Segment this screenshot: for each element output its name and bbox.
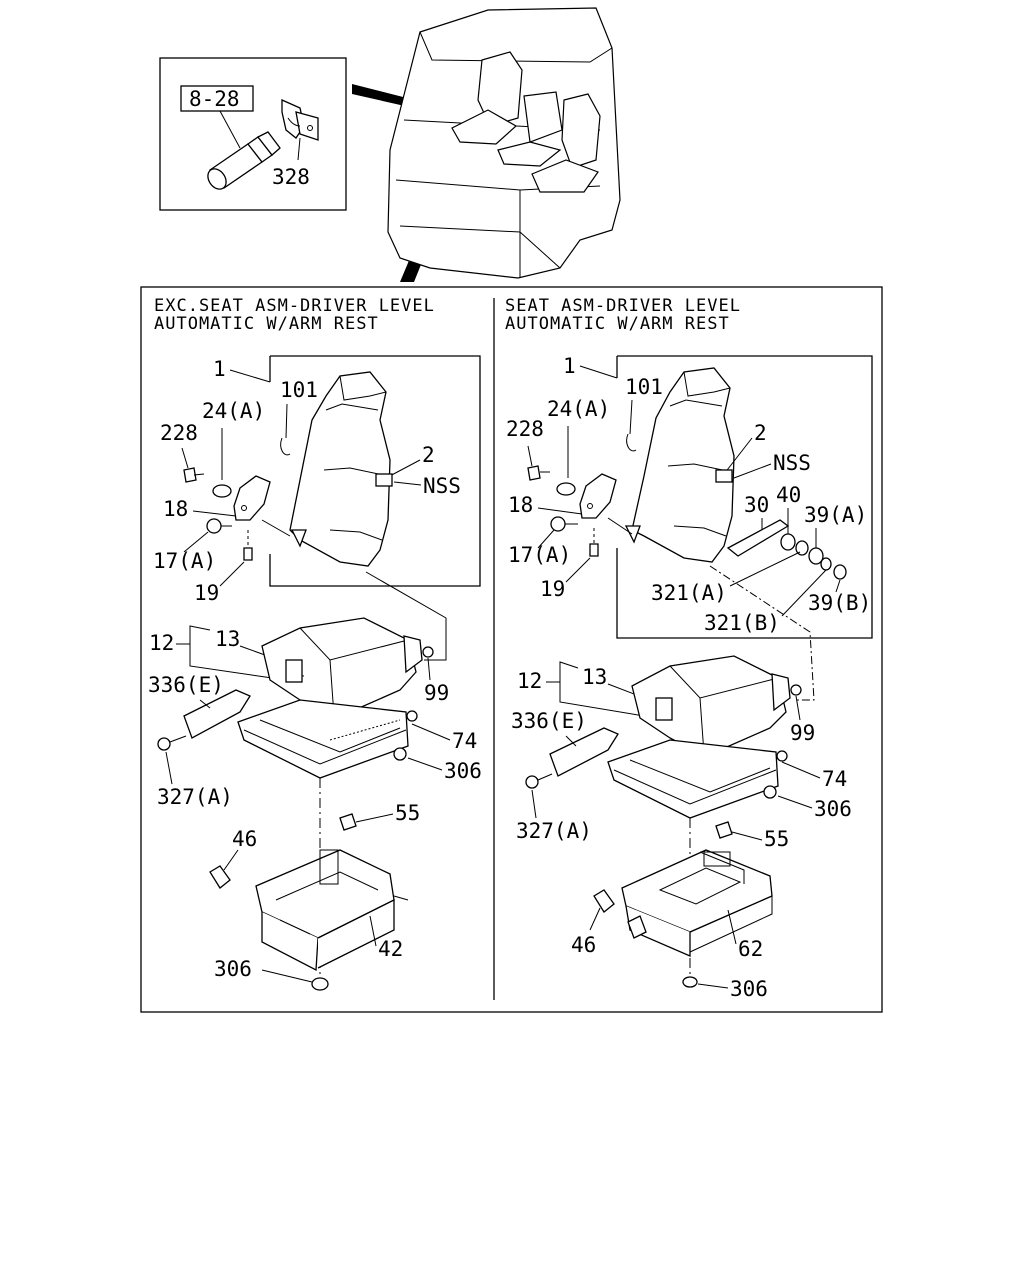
panel-left-title-2: AUTOMATIC W/ARM REST: [154, 314, 379, 334]
label-r-74: 74: [822, 767, 847, 791]
label-101: 101: [280, 378, 318, 402]
label-r-18: 18: [508, 493, 533, 517]
label-r-228: 228: [506, 417, 544, 441]
label-55: 55: [395, 801, 420, 825]
panel-left: EXC.SEAT ASM-DRIVER LEVEL AUTOMATIC W/AR…: [148, 296, 482, 991]
label-46: 46: [232, 827, 257, 851]
seat-slide-rail-right: [607, 739, 788, 819]
label-r-327a: 327(A): [516, 819, 592, 843]
label-18: 18: [163, 497, 188, 521]
cab-driver-seat-back: [477, 51, 523, 127]
main-frame: [140, 286, 883, 1013]
label-r-321b: 321(B): [704, 611, 780, 635]
label-r-101: 101: [625, 375, 663, 399]
label-12: 12: [149, 631, 174, 655]
panel-left-title-1: EXC.SEAT ASM-DRIVER LEVEL: [154, 296, 435, 316]
label-1: 1: [213, 357, 226, 381]
label-r-99: 99: [790, 721, 815, 745]
seat-slide-rail: [237, 699, 418, 779]
label-228: 228: [160, 421, 198, 445]
hinge-bracket: [233, 475, 271, 521]
armrest: [726, 519, 790, 557]
label-24a: 24(A): [202, 399, 265, 423]
side-cover: [183, 689, 251, 739]
label-13: 13: [215, 627, 240, 651]
seat-back-right: [624, 367, 735, 563]
shift-lever-knob: [207, 131, 281, 190]
label-r-321a: 321(A): [651, 581, 727, 605]
label-r-39a: 39(A): [804, 503, 867, 527]
label-r-62: 62: [738, 937, 763, 961]
label-r-306-upper: 306: [814, 797, 852, 821]
bracket-328: [281, 98, 319, 141]
seat-cushion-right: [631, 655, 787, 755]
label-74: 74: [452, 729, 477, 753]
panel-right-title-2: AUTOMATIC W/ARM REST: [505, 314, 730, 334]
label-r-nss: NSS: [773, 451, 811, 475]
label-327a: 327(A): [157, 785, 233, 809]
label-99: 99: [424, 681, 449, 705]
label-328: 328: [272, 165, 310, 189]
label-2: 2: [422, 443, 435, 467]
label-r-1: 1: [563, 354, 576, 378]
label-336e: 336(E): [148, 673, 224, 697]
label-r-306-lower: 306: [730, 977, 768, 1001]
panel-right: SEAT ASM-DRIVER LEVEL AUTOMATIC W/ARM RE…: [505, 296, 873, 1001]
inset-shift-lever: 8-28 328: [159, 57, 347, 211]
label-r-17a: 17(A): [508, 543, 571, 567]
label-r-336e: 336(E): [511, 709, 587, 733]
label-42: 42: [378, 937, 403, 961]
cab-driver-seat-cushion: [451, 109, 518, 145]
label-306-upper: 306: [444, 759, 482, 783]
truck-cab: [387, 7, 621, 279]
label-r-12: 12: [517, 669, 542, 693]
seat-cushion: [261, 617, 417, 717]
ref-box-frame: [180, 85, 254, 112]
label-r-55: 55: [764, 827, 789, 851]
label-r-46: 46: [571, 933, 596, 957]
label-r-30: 30: [744, 493, 769, 517]
label-r-24a: 24(A): [547, 397, 610, 421]
label-r-2: 2: [754, 421, 767, 445]
panel-right-title-1: SEAT ASM-DRIVER LEVEL: [505, 296, 741, 316]
ref-box-label: 8-28: [189, 87, 240, 111]
label-r-39b: 39(B): [808, 591, 871, 615]
label-r-40: 40: [776, 483, 801, 507]
label-r-13: 13: [582, 665, 607, 689]
label-nss: NSS: [423, 474, 461, 498]
seat-base-right: [621, 849, 773, 957]
label-306-lower: 306: [214, 957, 252, 981]
label-17a: 17(A): [153, 549, 216, 573]
seat-back: [289, 371, 391, 567]
seat-base: [255, 849, 409, 972]
label-r-19: 19: [540, 577, 565, 601]
side-cover-right: [549, 727, 619, 777]
label-19: 19: [194, 581, 219, 605]
hinge-bracket-right: [579, 473, 617, 519]
